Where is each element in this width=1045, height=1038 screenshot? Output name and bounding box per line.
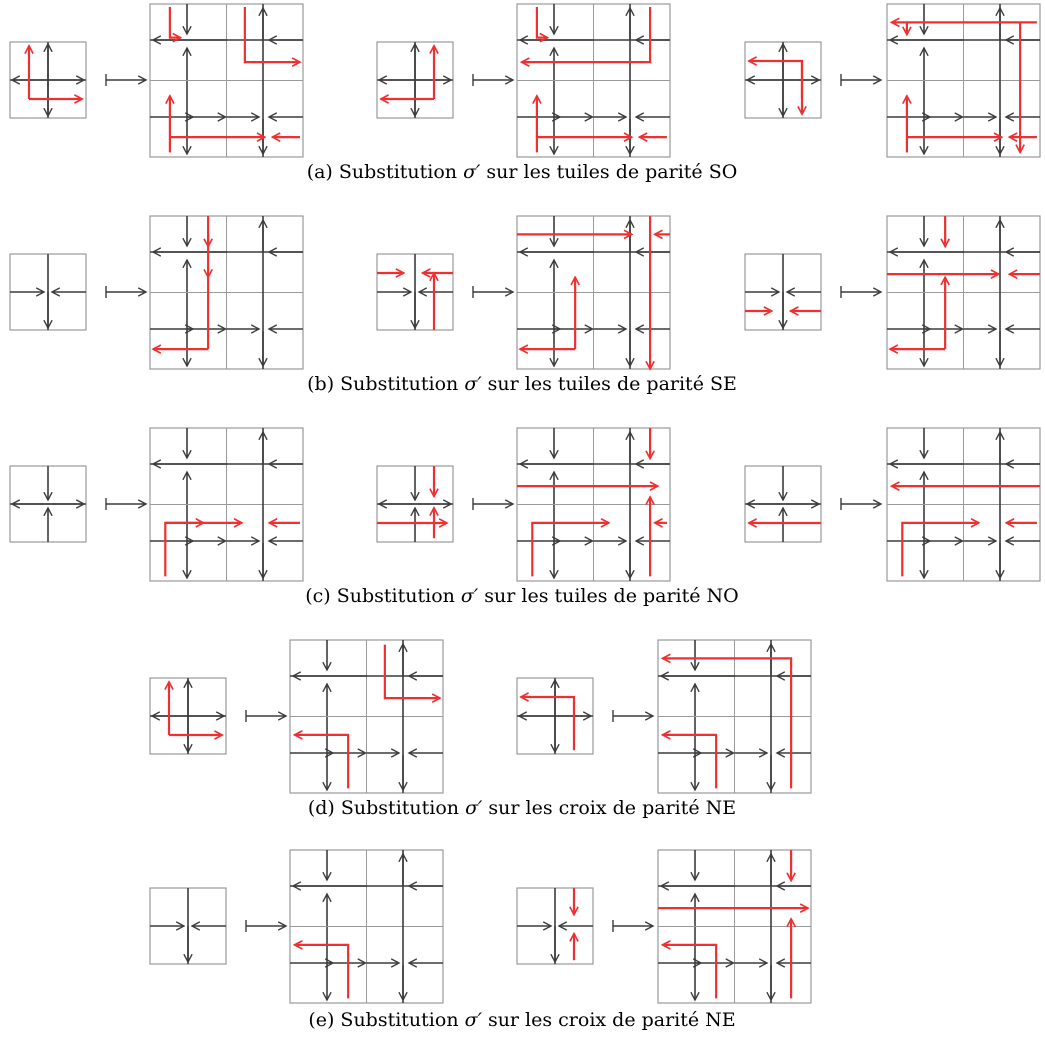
caption-text: sur les tuiles de parité SE: [482, 373, 737, 395]
red-path: [164, 523, 242, 577]
caption-label: (b): [307, 373, 340, 395]
substituted-tile: [289, 639, 444, 794]
maps-to-arrow: [612, 710, 653, 722]
small-tile: [9, 465, 87, 543]
caption-d: (d) Substitution σ′ sur les croix de par…: [308, 797, 736, 819]
caption-text: Substitution: [337, 585, 461, 607]
caption-text: Substitution: [340, 1009, 464, 1031]
caption-label: (c): [305, 585, 337, 607]
substituted-tile: [516, 3, 671, 158]
caption-text: sur les tuiles de parité NO: [478, 585, 739, 607]
caption-label: (a): [307, 161, 339, 183]
sigma-prime-symbol: σ′: [464, 373, 482, 395]
small-tile: [376, 253, 454, 331]
red-path: [535, 7, 548, 38]
small-tile: [149, 887, 227, 965]
small-tile: [9, 41, 87, 119]
red-path: [663, 735, 718, 789]
small-tile: [744, 41, 822, 119]
red-path: [663, 658, 793, 789]
maps-to-arrow: [245, 920, 286, 932]
sigma-prime-symbol: σ′: [461, 585, 479, 607]
red-path: [243, 7, 300, 62]
caption-b: (b) Substitution σ′ sur les tuiles de pa…: [307, 373, 737, 395]
substituted-tile: [657, 639, 812, 794]
sigma-prime-symbol: σ′: [465, 797, 483, 819]
caption-label: (d): [308, 797, 341, 819]
maps-to-arrow: [245, 710, 286, 722]
small-tile: [516, 677, 594, 755]
caption-e: (e) Substitution σ′ sur les croix de par…: [308, 1009, 735, 1031]
small-tile: [149, 677, 227, 755]
small-tile: [744, 253, 822, 331]
small-tile: [376, 465, 454, 543]
substituted-tile: [886, 427, 1041, 582]
maps-to-arrow: [840, 74, 881, 86]
maps-to-arrow: [840, 286, 881, 298]
substituted-tile: [149, 3, 304, 158]
substituted-tile: [516, 215, 671, 369]
caption-label: (e): [308, 1009, 340, 1031]
caption-a: (a) Substitution σ′ sur les tuiles de pa…: [307, 161, 738, 183]
maps-to-arrow: [472, 74, 513, 86]
maps-to-arrow: [612, 920, 653, 932]
substituted-tile: [149, 215, 304, 370]
small-tile: [744, 465, 822, 543]
caption-text: Substitution: [340, 373, 464, 395]
red-path: [522, 7, 652, 62]
red-path: [295, 945, 350, 999]
maps-to-arrow: [105, 74, 146, 86]
small-tile: [9, 253, 87, 331]
red-path: [901, 523, 979, 577]
red-path: [383, 644, 440, 699]
small-tile: [516, 887, 594, 965]
substituted-tile: [886, 3, 1041, 158]
caption-text: sur les croix de parité NE: [482, 797, 736, 819]
caption-c: (c) Substitution σ′ sur les tuiles de pa…: [305, 585, 739, 607]
sigma-prime-symbol: σ′: [465, 1009, 483, 1031]
maps-to-arrow: [472, 498, 513, 510]
maps-to-arrow: [105, 286, 146, 298]
red-path: [531, 523, 609, 577]
maps-to-arrow: [472, 286, 513, 298]
substituted-tile: [886, 215, 1041, 370]
substituted-tile: [516, 427, 671, 582]
caption-text: sur les croix de parité NE: [482, 1009, 736, 1031]
maps-to-arrow: [105, 498, 146, 510]
substituted-tile: [657, 849, 812, 1004]
caption-text: sur les tuiles de parité SO: [480, 161, 737, 183]
red-path: [295, 735, 350, 789]
small-tile: [376, 41, 454, 119]
substituted-tile: [149, 427, 304, 582]
red-path: [521, 697, 576, 751]
sigma-prime-symbol: σ′: [463, 161, 481, 183]
red-path: [663, 945, 718, 999]
red-path: [168, 7, 181, 38]
substituted-tile: [289, 849, 444, 1004]
maps-to-arrow: [840, 498, 881, 510]
caption-text: Substitution: [341, 797, 465, 819]
caption-text: Substitution: [339, 161, 463, 183]
